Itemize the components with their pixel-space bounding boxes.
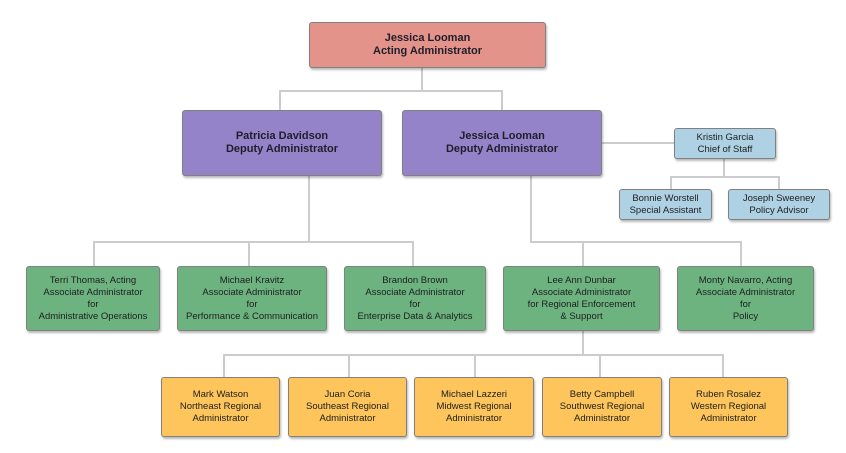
node-title: Deputy Administrator xyxy=(445,143,559,155)
node-deputy-looman[interactable]: Jessica Looman Deputy Administrator xyxy=(402,110,602,176)
node-title: Administrative Operations xyxy=(38,310,148,322)
node-title: Policy Advisor xyxy=(749,204,809,216)
node-name: Jessica Looman xyxy=(459,130,545,142)
node-name: Ruben Rosalez xyxy=(696,389,761,400)
node-title: Policy xyxy=(732,310,759,322)
node-title: Western Regional xyxy=(690,401,767,412)
node-title: for xyxy=(409,298,421,310)
node-name: Monty Navarro, Acting xyxy=(698,274,793,286)
node-name: Lee Ann Dunbar xyxy=(547,274,616,286)
node-title: Associate Administrator xyxy=(43,286,143,298)
node-title: Associate Administrator xyxy=(202,286,302,298)
node-title: Southwest Regional xyxy=(559,401,645,412)
node-title: Associate Administrator xyxy=(695,286,796,298)
node-title: Associate Administrator xyxy=(531,286,632,298)
node-assoc-policy[interactable]: Monty Navarro, Acting Associate Administ… xyxy=(677,266,814,331)
node-title: for xyxy=(739,298,752,310)
node-title: Chief of Staff xyxy=(697,143,753,155)
node-regional-western[interactable]: Ruben Rosalez Western Regional Administr… xyxy=(669,377,788,437)
node-name: Juan Coria xyxy=(324,389,371,400)
node-title: Deputy Administrator xyxy=(225,143,339,155)
node-name: Bonnie Worstell xyxy=(632,192,699,204)
node-title: Administrator xyxy=(574,413,630,424)
node-deputy-davidson[interactable]: Patricia Davidson Deputy Administrator xyxy=(182,110,382,176)
node-title: Administrator xyxy=(319,413,376,424)
node-title: Performance & Communication xyxy=(186,310,318,322)
node-special-assistant[interactable]: Bonnie Worstell Special Assistant xyxy=(619,189,712,220)
node-regional-northeast[interactable]: Mark Watson Northeast Regional Administr… xyxy=(161,377,280,437)
node-assoc-performance-communication[interactable]: Michael Kravitz Associate Administrator … xyxy=(177,266,327,331)
node-title: for xyxy=(87,298,99,310)
node-title: for Regional Enforcement xyxy=(527,298,636,310)
node-regional-midwest[interactable]: Michael Lazzeri Midwest Regional Adminis… xyxy=(414,377,534,437)
node-name: Joseph Sweeney xyxy=(742,192,816,204)
node-title: Administrator xyxy=(446,413,502,424)
node-name: Jessica Looman xyxy=(384,32,471,44)
node-name: Michael Lazzeri xyxy=(441,389,507,400)
node-title: Administrator xyxy=(192,413,249,424)
node-name: Patricia Davidson xyxy=(235,130,329,142)
node-administrator[interactable]: Jessica Looman Acting Administrator xyxy=(309,22,546,68)
node-policy-advisor[interactable]: Joseph Sweeney Policy Advisor xyxy=(728,189,830,220)
node-regional-southwest[interactable]: Betty Campbell Southwest Regional Admini… xyxy=(542,377,662,437)
node-name: Kristin Garcia xyxy=(696,131,754,143)
node-title: Northeast Regional xyxy=(179,401,262,412)
node-title: Southeast Regional xyxy=(306,401,389,412)
node-title: Associate Administrator xyxy=(365,286,465,298)
node-title: Enterprise Data & Analytics xyxy=(357,310,473,322)
node-name: Michael Kravitz xyxy=(219,274,285,286)
node-chief-of-staff[interactable]: Kristin Garcia Chief of Staff xyxy=(674,128,776,159)
node-assoc-enterprise-data[interactable]: Brandon Brown Associate Administrator fo… xyxy=(344,266,486,331)
node-regional-southeast[interactable]: Juan Coria Southeast Regional Administra… xyxy=(288,377,407,437)
node-name: Terri Thomas, Acting xyxy=(49,274,137,286)
node-title: for xyxy=(246,298,258,310)
node-name: Betty Campbell xyxy=(569,389,635,400)
node-name: Brandon Brown xyxy=(382,274,448,286)
node-title: & Support xyxy=(560,310,603,322)
node-title: Acting Administrator xyxy=(373,45,482,57)
node-name: Mark Watson xyxy=(192,389,249,400)
node-title: Administrator xyxy=(700,413,757,424)
node-assoc-regional-enforcement[interactable]: Lee Ann Dunbar Associate Administrator f… xyxy=(503,266,660,331)
node-title: Special Assistant xyxy=(629,204,702,216)
node-assoc-admin-operations[interactable]: Terri Thomas, Acting Associate Administr… xyxy=(26,266,160,331)
node-title: Midwest Regional xyxy=(436,401,512,412)
